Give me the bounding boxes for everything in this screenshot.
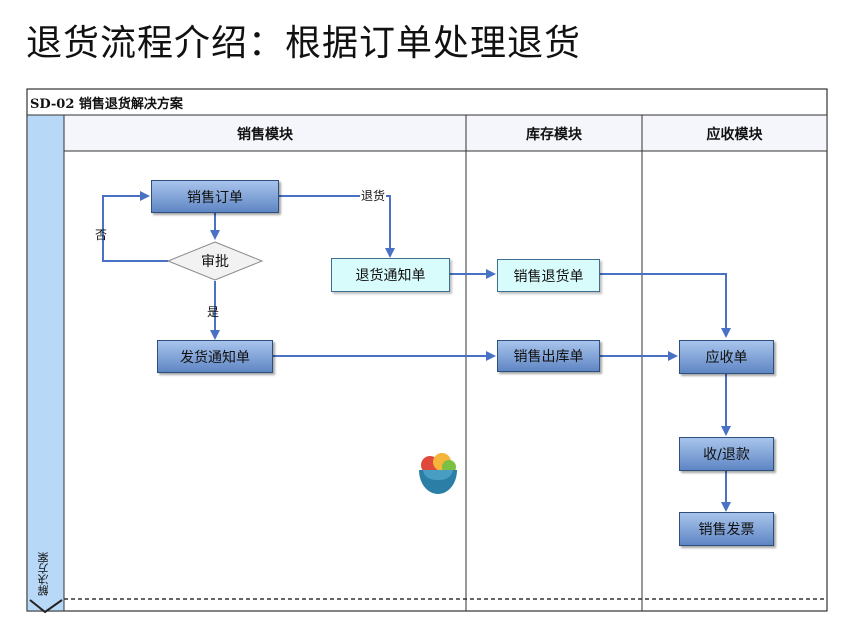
lane-label: 解决方案 <box>37 552 50 596</box>
edge-approve-no-loop <box>102 191 168 262</box>
node-delivery-notice[interactable]: 发货通知单 <box>157 340 273 373</box>
column-header-receivables: 应收模块 <box>706 127 763 143</box>
approve-diamond <box>166 241 264 281</box>
lane-label-column <box>26 114 65 612</box>
node-sales-return[interactable]: 销售退货单 <box>497 259 600 292</box>
edge-label-yes: 是 <box>207 305 220 319</box>
column-header-inventory: 库存模块 <box>526 127 582 143</box>
diagram-header: SD-02 销售退货解决方案 <box>30 97 183 112</box>
node-approve[interactable]: 审批 <box>201 254 229 270</box>
edge-label-return: 退货 <box>360 187 387 204</box>
node-receivable[interactable]: 应收单 <box>679 340 774 374</box>
lane-chevron <box>29 599 63 614</box>
node-return-notice[interactable]: 退货通知单 <box>331 258 450 292</box>
node-sales-invoice[interactable]: 销售发票 <box>679 512 774 546</box>
column-header-row <box>63 114 828 152</box>
node-sales-outbound[interactable]: 销售出库单 <box>497 340 600 372</box>
page-title: 退货流程介绍：根据订单处理退货 <box>26 23 582 64</box>
column-header-sales: 销售模块 <box>237 127 293 143</box>
node-sales-order[interactable]: 销售订单 <box>151 180 279 213</box>
edge-return-to-receivable <box>600 273 731 338</box>
node-receipt-refund[interactable]: 收/退款 <box>679 437 774 471</box>
edge-label-no: 否 <box>95 228 108 242</box>
fruit-bowl-icon <box>419 453 457 494</box>
edge-order-return <box>279 195 395 258</box>
